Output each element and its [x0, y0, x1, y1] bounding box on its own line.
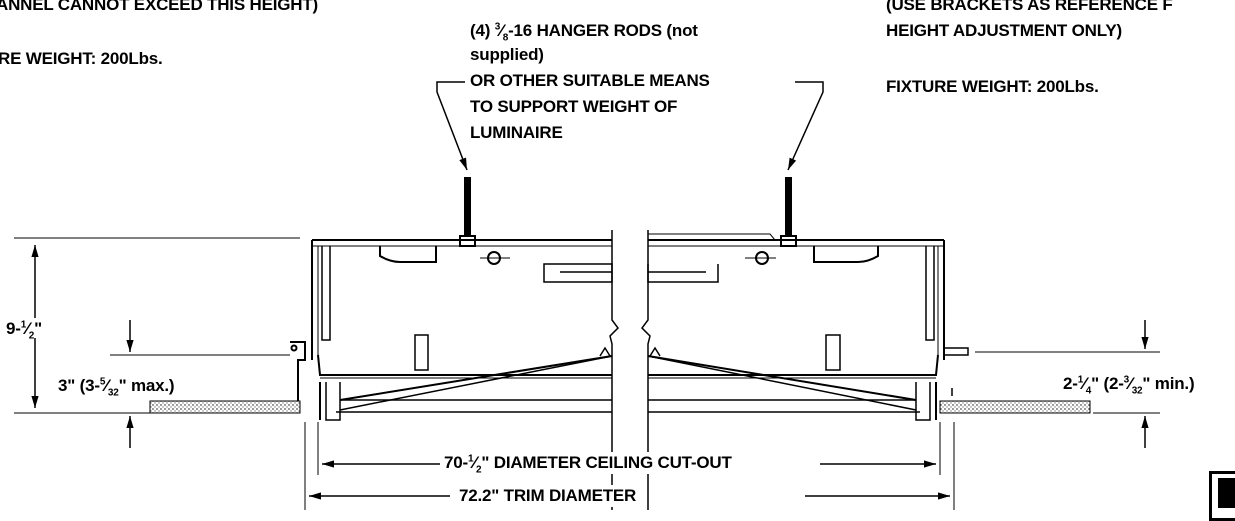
note-fixture-weight-left: RE WEIGHT: 200Lbs. — [0, 49, 163, 68]
ceiling-right — [939, 400, 1091, 414]
dim-trim-diameter: 72.2" TRIM DIAMETER — [455, 485, 641, 507]
note-hanger-rods: (4) 3⁄8-16 HANGER RODS (not — [470, 21, 698, 44]
note-hanger-line2: supplied) — [470, 45, 544, 64]
hanger-rod-left — [464, 177, 471, 241]
hanger-rod-right — [785, 177, 792, 241]
ceiling-left — [149, 400, 301, 414]
leader-lines — [436, 81, 824, 171]
note-hanger-line5: LUMINAIRE — [470, 123, 563, 142]
dim-ceiling-cutout: 70-1⁄2" DIAMETER CEILING CUT-OUT — [440, 452, 736, 475]
housing-right — [647, 233, 969, 421]
note-hanger-line4: TO SUPPORT WEIGHT OF — [470, 97, 678, 116]
page-reference-mark — [1209, 471, 1235, 521]
dim-overall-height: 9-1⁄2" — [6, 319, 42, 342]
right-depth-dimension — [975, 320, 1160, 448]
note-hanger-line3: OR OTHER SUITABLE MEANS — [470, 71, 710, 90]
width-dimensions — [304, 422, 955, 510]
left-depth-dimension — [110, 320, 290, 448]
note-brackets-reference: (USE BRACKETS AS REFERENCE F — [886, 0, 1173, 14]
note-height-adjustment: HEIGHT ADJUSTMENT ONLY) — [886, 21, 1122, 40]
note-channel-height: ANNEL CANNOT EXCEED THIS HEIGHT) — [0, 0, 318, 14]
height-dimension — [14, 237, 300, 414]
note-fixture-weight-right: FIXTURE WEIGHT: 200Lbs. — [886, 77, 1099, 96]
dim-right-depth: 2-1⁄4" (2-3⁄32" min.) — [1063, 374, 1195, 397]
housing-left — [290, 239, 613, 421]
dim-left-depth: 3" (3-5⁄32" max.) — [58, 376, 175, 399]
fixture-section-drawing — [14, 81, 1160, 510]
break-lines — [609, 230, 651, 510]
